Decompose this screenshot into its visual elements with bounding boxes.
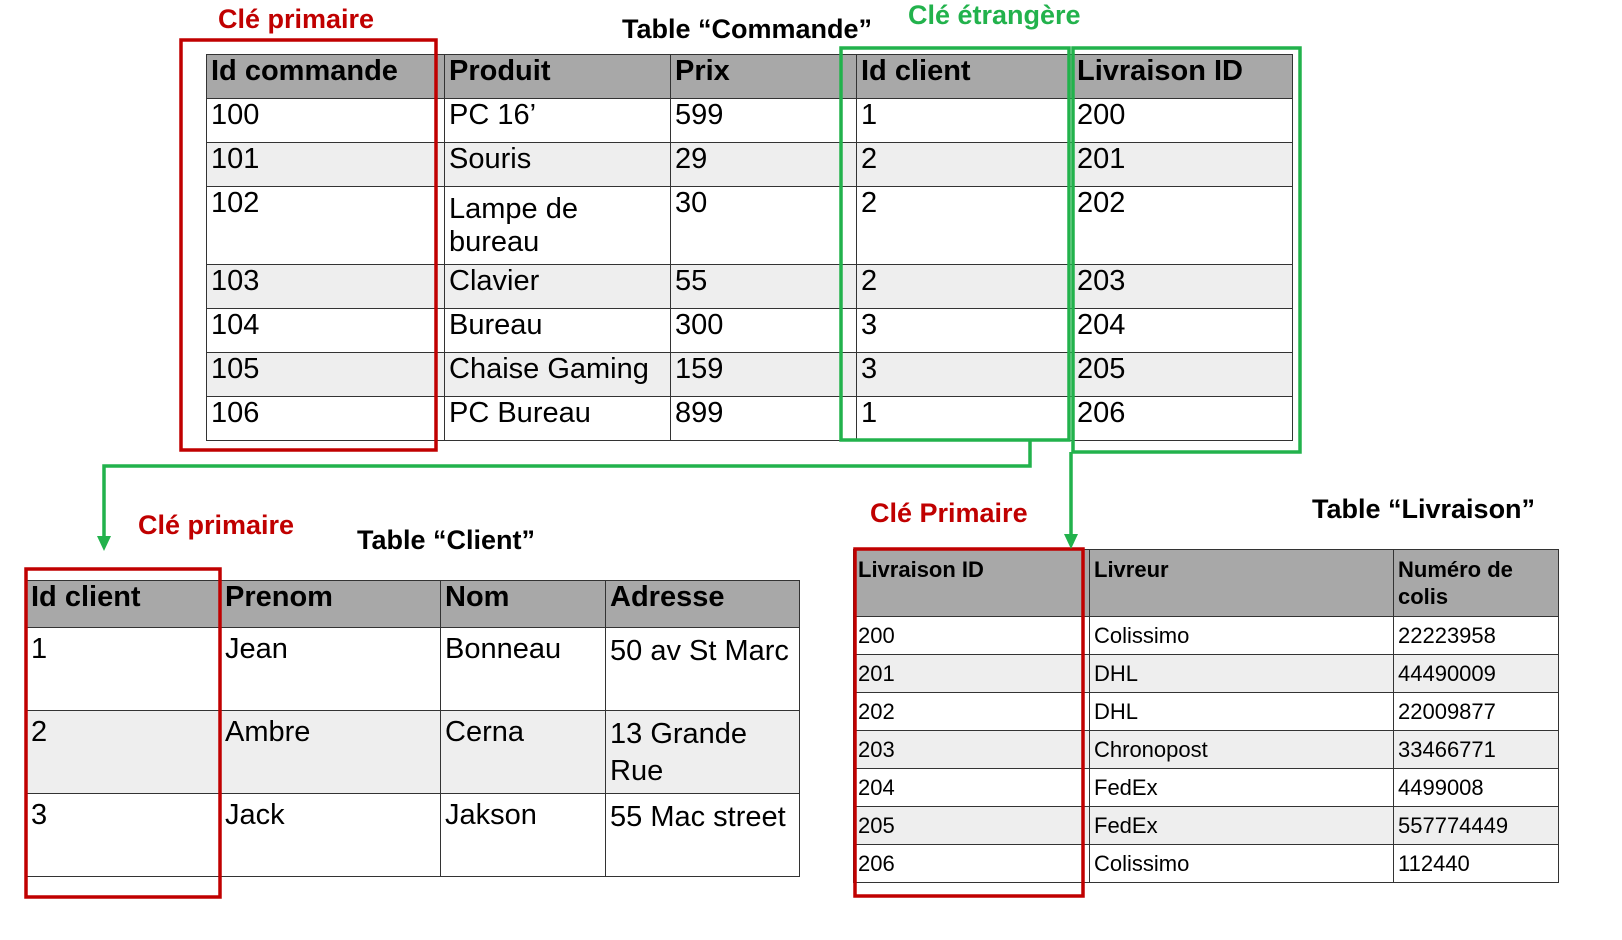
table-row: 105 Chaise Gaming 159 3 205 — [206, 352, 1293, 397]
table-cell: 22223958 — [1393, 616, 1559, 655]
table-cell: 101 — [206, 142, 445, 187]
table-cell: Colissimo — [1089, 616, 1394, 655]
primary-key-label-commande: Clé primaire — [218, 4, 375, 34]
primary-key-label-client: Clé primaire — [138, 510, 295, 540]
table-cell: 102 — [206, 186, 445, 265]
table-cell: 13 Grande Rue — [605, 710, 800, 794]
table-cell: 22009877 — [1393, 692, 1559, 731]
table-cell: 33466771 — [1393, 730, 1559, 769]
table-cell: 2 — [856, 142, 1073, 187]
column-header: Prix — [670, 54, 857, 99]
table-cell: 30 — [670, 186, 857, 265]
table-cell: DHL — [1089, 654, 1394, 693]
table-cell: Bureau — [444, 308, 671, 353]
table-cell: 2 — [856, 264, 1073, 309]
table-cell: 106 — [206, 396, 445, 441]
table-cell: 201 — [853, 654, 1090, 693]
table-cell: 105 — [206, 352, 445, 397]
table-cell: 103 — [206, 264, 445, 309]
primary-key-box-client — [24, 567, 222, 899]
table-cell: Jack — [220, 793, 441, 877]
table-cell: 3 — [26, 793, 221, 877]
table-row: 2 Ambre Cerna 13 Grande Rue — [26, 710, 800, 794]
table-cell: Bonneau — [440, 627, 606, 711]
table-row: 204 FedEx 4499008 — [853, 768, 1559, 807]
arrow-to-client — [97, 440, 1032, 551]
table-cell: 201 — [1072, 142, 1293, 187]
table-cell: 203 — [1072, 264, 1293, 309]
livraison-table: Livraison ID Livreur Numéro de colis 200… — [853, 549, 1559, 883]
table-cell: Colissimo — [1089, 844, 1394, 883]
column-header: Livraison ID — [853, 549, 1090, 617]
table-cell: FedEx — [1089, 806, 1394, 845]
table-row: 100 PC 16’ 599 1 200 — [206, 98, 1293, 143]
table-cell: 1 — [26, 627, 221, 711]
table-row: 203 Chronopost 33466771 — [853, 730, 1559, 769]
table-cell: 599 — [670, 98, 857, 143]
primary-key-label-livraison: Clé Primaire — [870, 498, 1028, 528]
table-cell: 100 — [206, 98, 445, 143]
commande-table: Id commande Produit Prix Id client Livra… — [206, 54, 1293, 441]
table-cell: PC Bureau — [444, 396, 671, 441]
table-row: 201 DHL 44490009 — [853, 654, 1559, 693]
table-row: 205 FedEx 557774449 — [853, 806, 1559, 845]
table-cell: Jean — [220, 627, 441, 711]
table-cell: 899 — [670, 396, 857, 441]
table-row: 3 Jack Jakson 55 Mac street — [26, 793, 800, 877]
table-title-livraison: Table “Livraison” — [1312, 494, 1536, 524]
column-header: Id client — [856, 54, 1073, 99]
column-header: Produit — [444, 54, 671, 99]
table-cell: 55 Mac street — [605, 793, 800, 877]
client-table: Id client Prenom Nom Adresse 1 Jean Bonn… — [26, 580, 800, 877]
table-row: 102 Lampe de bureau 30 2 202 — [206, 186, 1293, 265]
table-row: 206 Colissimo 112440 — [853, 844, 1559, 883]
column-header: Nom — [440, 580, 606, 628]
table-cell: 206 — [1072, 396, 1293, 441]
table-title-commande: Table “Commande” — [622, 14, 873, 44]
arrow-to-livraison — [1064, 452, 1078, 549]
table-cell: Chaise Gaming — [444, 352, 671, 397]
table-cell: 557774449 — [1393, 806, 1559, 845]
column-header: Numéro de colis — [1393, 549, 1559, 617]
table-cell: Souris — [444, 142, 671, 187]
table-title-client: Table “Client” — [357, 525, 536, 555]
table-row: 103 Clavier 55 2 203 — [206, 264, 1293, 309]
column-header: Livraison ID — [1072, 54, 1293, 99]
table-cell: 202 — [853, 692, 1090, 731]
table-cell: Chronopost — [1089, 730, 1394, 769]
column-header: Id commande — [206, 54, 445, 99]
table-cell: 159 — [670, 352, 857, 397]
table-row: 202 DHL 22009877 — [853, 692, 1559, 731]
table-row: 200 Colissimo 22223958 — [853, 616, 1559, 655]
table-cell: 206 — [853, 844, 1090, 883]
table-cell: 112440 — [1393, 844, 1559, 883]
foreign-key-label: Clé étrangère — [908, 0, 1081, 30]
primary-key-box-livraison — [853, 547, 1085, 898]
table-cell: 4499008 — [1393, 768, 1559, 807]
primary-key-box-commande — [179, 38, 438, 452]
table-cell: Jakson — [440, 793, 606, 877]
column-header: Livreur — [1089, 549, 1394, 617]
table-cell: 2 — [26, 710, 221, 794]
table-cell: Ambre — [220, 710, 441, 794]
table-cell: 200 — [853, 616, 1090, 655]
table-cell: 3 — [856, 352, 1073, 397]
table-cell: 44490009 — [1393, 654, 1559, 693]
foreign-key-box-id-client — [839, 46, 1071, 442]
table-row: 106 PC Bureau 899 1 206 — [206, 396, 1293, 441]
table-row: 101 Souris 29 2 201 — [206, 142, 1293, 187]
foreign-key-box-livraison-id — [1071, 46, 1302, 454]
table-cell: Clavier — [444, 264, 671, 309]
table-cell: PC 16’ — [444, 98, 671, 143]
table-cell: Lampe de bureau — [444, 186, 671, 265]
table-cell: 200 — [1072, 98, 1293, 143]
table-cell: 204 — [853, 768, 1090, 807]
table-cell: 55 — [670, 264, 857, 309]
table-cell: 204 — [1072, 308, 1293, 353]
column-header: Id client — [26, 580, 221, 628]
table-cell: FedEx — [1089, 768, 1394, 807]
table-cell: 300 — [670, 308, 857, 353]
table-cell: 205 — [1072, 352, 1293, 397]
